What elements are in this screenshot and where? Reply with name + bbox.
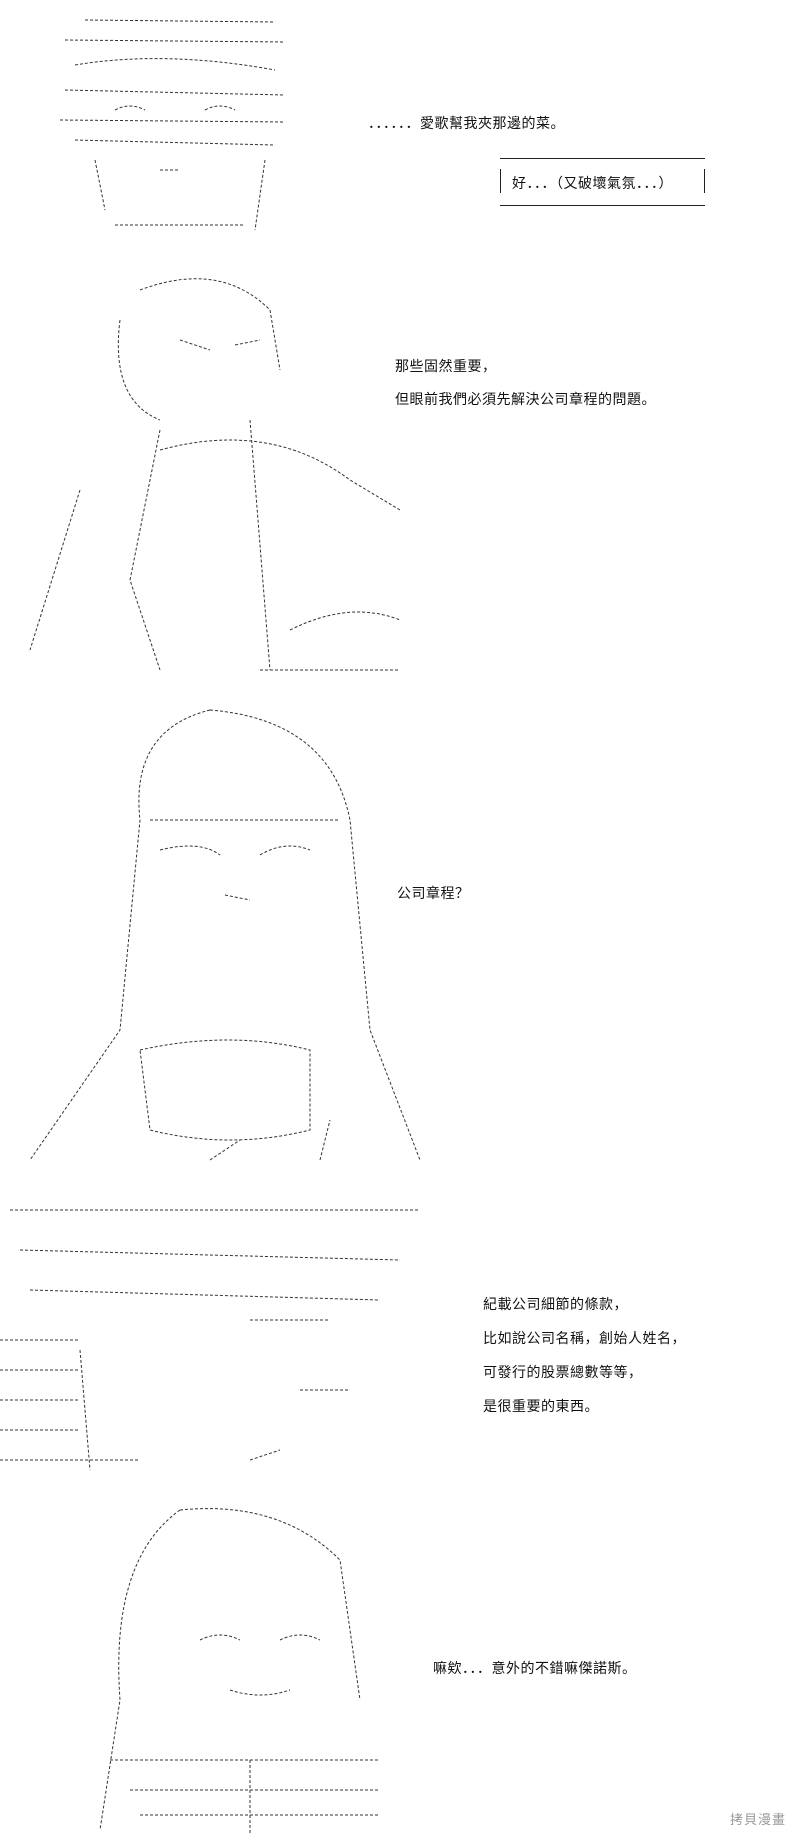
dialogue-line: ．．．．．．愛歌幫我夾那邊的菜。 bbox=[368, 116, 565, 132]
dialogue-line: 但眼前我們必須先解決公司章程的問題。 bbox=[395, 392, 656, 408]
ascii-art-character-standing bbox=[29, 278, 401, 671]
ascii-art-character-face bbox=[59, 19, 286, 231]
dialogue-line: 那些固然重要， bbox=[395, 359, 497, 375]
dialogue-line: 可發行的股票總數等等， bbox=[483, 1365, 643, 1381]
dialogue-reply: 好．．．（又破壞氣氛．．．） bbox=[512, 176, 673, 192]
ascii-art-character-girl bbox=[29, 709, 421, 1161]
dialogue-line: 紀載公司細節的條款， bbox=[483, 1297, 628, 1313]
dialogue-line: 公司章程？ bbox=[397, 886, 470, 902]
watermark: 拷貝漫畫 bbox=[729, 1813, 786, 1828]
dialogue-line: 嘛欸．．．意外的不錯嘛傑諾斯。 bbox=[433, 1661, 637, 1677]
dialogue-line: 是很重要的東西。 bbox=[483, 1399, 599, 1415]
speech-box: 好．．．（又破壞氣氛．．．） bbox=[500, 158, 705, 206]
dialogue-line: 比如說公司名稱，創始人姓名， bbox=[483, 1331, 686, 1347]
ascii-art-character-smiling bbox=[99, 1508, 380, 1834]
ascii-art-character-closeup bbox=[0, 1209, 420, 1471]
